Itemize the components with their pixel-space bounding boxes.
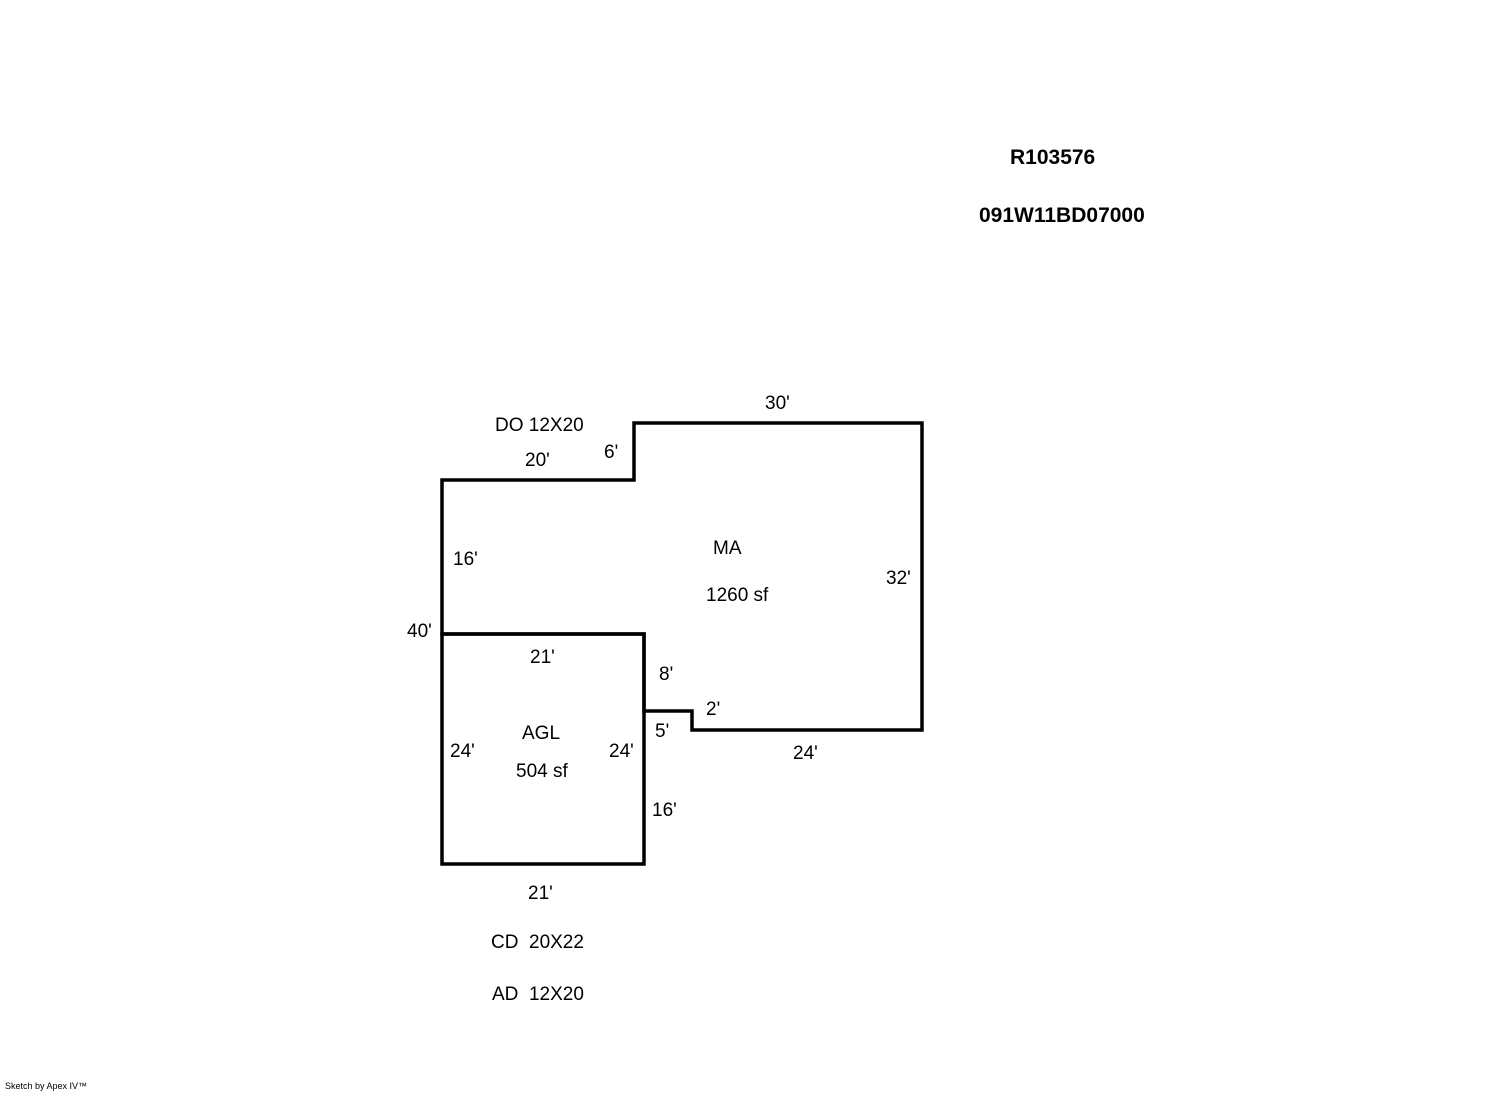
dim-agl-top: 21' — [530, 647, 555, 668]
agl-outline — [440, 632, 646, 866]
dim-ma-notch-vertical-upper: 8' — [659, 664, 673, 685]
dim-ma-notch-vertical-lower: 5' — [655, 721, 669, 742]
dim-agl-right: 24' — [609, 741, 634, 762]
ma-area-label: 1260 sf — [706, 585, 769, 606]
dim-agl-right-lower: 16' — [652, 800, 677, 821]
dim-agl-bottom: 21' — [528, 883, 553, 904]
agl-area-label: 504 sf — [516, 761, 568, 782]
ad-note: AD 12X20 — [492, 984, 584, 1005]
dim-ma-left-upper: 16' — [453, 549, 478, 570]
dim-ma-right: 32' — [886, 568, 911, 589]
dim-ma-top: 30' — [765, 393, 790, 414]
ma-outline — [440, 421, 924, 732]
dim-ma-upper-left-top: 20' — [525, 450, 550, 471]
dim-ma-left-total: 40' — [407, 621, 432, 642]
sketch-credit: Sketch by Apex IV™ — [5, 1081, 88, 1091]
dim-agl-left: 24' — [450, 741, 475, 762]
ma-code-label: MA — [713, 538, 742, 559]
do-note: DO 12X20 — [495, 415, 584, 436]
cd-note: CD 20X22 — [491, 932, 584, 953]
map-tax-lot: 091W11BD07000 — [979, 204, 1145, 227]
dim-ma-bottom: 24' — [793, 743, 818, 764]
agl-code-label: AGL — [522, 723, 560, 744]
dim-ma-step-vertical: 6' — [604, 442, 618, 463]
dim-ma-notch-horizontal: 2' — [706, 699, 720, 720]
record-id: R103576 — [1010, 146, 1096, 169]
